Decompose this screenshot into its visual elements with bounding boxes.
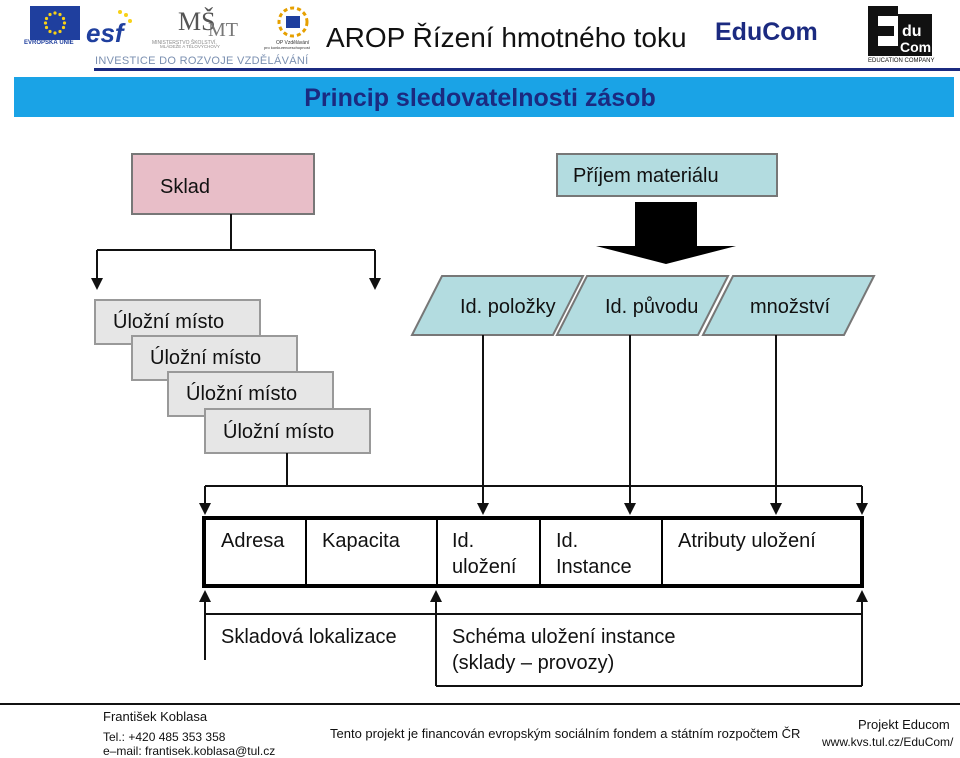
footer-funding-note: Tento projekt je financován evropským so… <box>330 726 801 741</box>
arrow-up-left <box>199 590 211 602</box>
field-kapacita: Kapacita <box>322 530 401 552</box>
big-down-arrow-icon <box>596 202 736 264</box>
educom-logo: du Com <box>864 2 936 62</box>
svg-text:esf: esf <box>86 18 126 46</box>
param-id-puvodu-label: Id. původu <box>605 296 698 318</box>
footer-project-name: Projekt Educom <box>858 717 950 732</box>
param-id-polozky-label: Id. položky <box>460 296 556 318</box>
arrow-id-polozky <box>477 503 489 515</box>
field-atributy-ulozeni: Atributy uložení <box>678 530 816 552</box>
record-connectors <box>204 335 863 505</box>
skladova-lokalizace-label: Skladová lokalizace <box>221 626 397 648</box>
svg-text:Com: Com <box>900 39 931 55</box>
field-adresa: Adresa <box>221 530 285 552</box>
slide-title-bar <box>14 77 954 117</box>
arrow-record-right <box>856 503 868 515</box>
ulozni-misto-label-2: Úložní místo <box>150 346 261 369</box>
schema-ulozeni-label: Schéma uložení instance <box>452 626 675 648</box>
field-id-ulozeni-2: uložení <box>452 556 517 578</box>
arrow-id-puvodu <box>624 503 636 515</box>
field-id-ulozeni-1: Id. <box>452 530 474 552</box>
msmt-logo: MŠ MT MINISTERSTVO ŠKOLSTVÍ, MLÁDEŽE A T… <box>150 4 250 49</box>
svg-text:OP Vzdělávání: OP Vzdělávání <box>276 40 310 46</box>
investice-tagline: INVESTICE DO ROZVOJE VZDĚLÁVÁNÍ <box>95 55 309 67</box>
educom-logo-caption: EDUCATION COMPANY <box>868 58 935 64</box>
arrow-up-mid <box>430 590 442 602</box>
sklady-provozy-label: (sklady – provozy) <box>452 652 614 674</box>
field-id-instance-1: Id. <box>556 530 578 552</box>
arrow-down-left <box>91 278 103 290</box>
param-id-puvodu <box>555 275 730 336</box>
record-dividers <box>305 518 663 586</box>
course-title: AROP Řízení hmotného toku <box>326 22 687 53</box>
footer-divider <box>0 703 960 705</box>
header-divider <box>94 68 960 71</box>
svg-text:MINISTERSTVO ŠKOLSTVÍ,: MINISTERSTVO ŠKOLSTVÍ, <box>152 39 217 46</box>
svg-text:du: du <box>902 23 922 40</box>
traceability-diagram: Sklad Příjem materiálu Úložní místo Úlož… <box>91 153 876 687</box>
ulozni-misto-label-3: Úložní místo <box>186 382 297 405</box>
param-mnozstvi-label: množství <box>750 296 830 318</box>
prijem-materialu-box <box>556 153 778 197</box>
sklad-label: Sklad <box>160 176 210 198</box>
record-structure <box>202 516 864 588</box>
svg-text:MŠ: MŠ <box>178 7 216 36</box>
ulozni-misto-label-4: Úložní místo <box>223 420 334 443</box>
footer-project-url[interactable]: www.kvs.tul.cz/EduCom/ <box>822 735 954 749</box>
eu-flag-logo <box>30 6 80 40</box>
educom-brand-title: EduCom <box>715 18 818 46</box>
svg-text:pro konkurenceschopnost: pro konkurenceschopnost <box>264 45 311 50</box>
slide-title: Princip sledovatelnosti zásob <box>304 84 656 112</box>
footer-email: e–mail: frantisek.koblasa@tul.cz <box>103 744 276 758</box>
footer-author: František Koblasa <box>103 709 208 724</box>
svg-text:MT: MT <box>208 19 238 41</box>
arrow-down-right <box>369 278 381 290</box>
param-mnozstvi <box>701 275 876 336</box>
arrow-mnozstvi <box>770 503 782 515</box>
esf-logo: esf <box>86 6 134 48</box>
svg-text:MLÁDEŽE A TĚLOVÝCHOVY: MLÁDEŽE A TĚLOVÝCHOVY <box>160 42 220 48</box>
arrow-up-right <box>856 590 868 602</box>
arrow-record-left <box>199 503 211 515</box>
sklad-branch-connector <box>96 214 376 280</box>
ulozni-misto-label-1: Úložní místo <box>113 310 224 333</box>
field-id-instance-2: Instance <box>556 556 632 578</box>
op-vzdelavani-logo: OP Vzdělávání pro konkurenceschopnost <box>262 4 324 50</box>
bottom-brackets <box>204 600 863 687</box>
sklad-box <box>131 153 315 215</box>
param-id-polozky <box>410 275 585 336</box>
footer-phone: Tel.: +420 485 353 358 <box>103 730 226 744</box>
eu-logo-label: EVROPSKÁ UNIE <box>24 40 74 46</box>
prijem-materialu-label: Příjem materiálu <box>573 165 719 187</box>
